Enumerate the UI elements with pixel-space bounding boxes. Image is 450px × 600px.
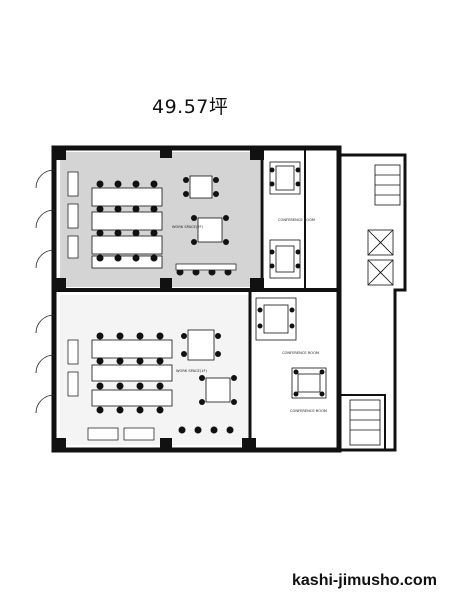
conference-room-bottom: [255, 297, 327, 399]
label-work-space-top: WORK SPACE(2F): [172, 225, 204, 229]
bottom-chairs: [96, 332, 164, 414]
conference-chairs-bottom: [257, 307, 325, 397]
conference-room-top: [269, 161, 301, 279]
left-doors: [35, 169, 55, 414]
bottom-desk-clusters: [91, 339, 173, 407]
label-conference-bottom: CONFERENCE ROOM: [290, 409, 327, 413]
bottom-meeting-chairs: [178, 333, 237, 434]
top-counter: [175, 263, 237, 271]
conference-chairs-top: [269, 167, 301, 269]
top-chairs: [96, 180, 158, 262]
top-left-cabinets: [67, 171, 79, 259]
label-conference-mid: CONFERENCE ROOM: [282, 351, 319, 355]
website-label: kashi-jimusho.com: [292, 572, 437, 589]
label-conference-top: CONFERENCE ROOM: [278, 218, 315, 222]
core-stairs: [349, 164, 401, 446]
floor-area-label: 49.57坪: [152, 96, 229, 118]
bottom-meeting-tables: [187, 329, 231, 403]
pillars: [52, 146, 264, 452]
outer-walls: [51, 145, 407, 453]
top-meeting-tables: [189, 175, 223, 243]
top-desk-clusters: [91, 187, 163, 269]
label-work-space-bottom: WORK SPACE(1F): [176, 369, 208, 373]
bottom-left-cabinets: [67, 339, 155, 441]
